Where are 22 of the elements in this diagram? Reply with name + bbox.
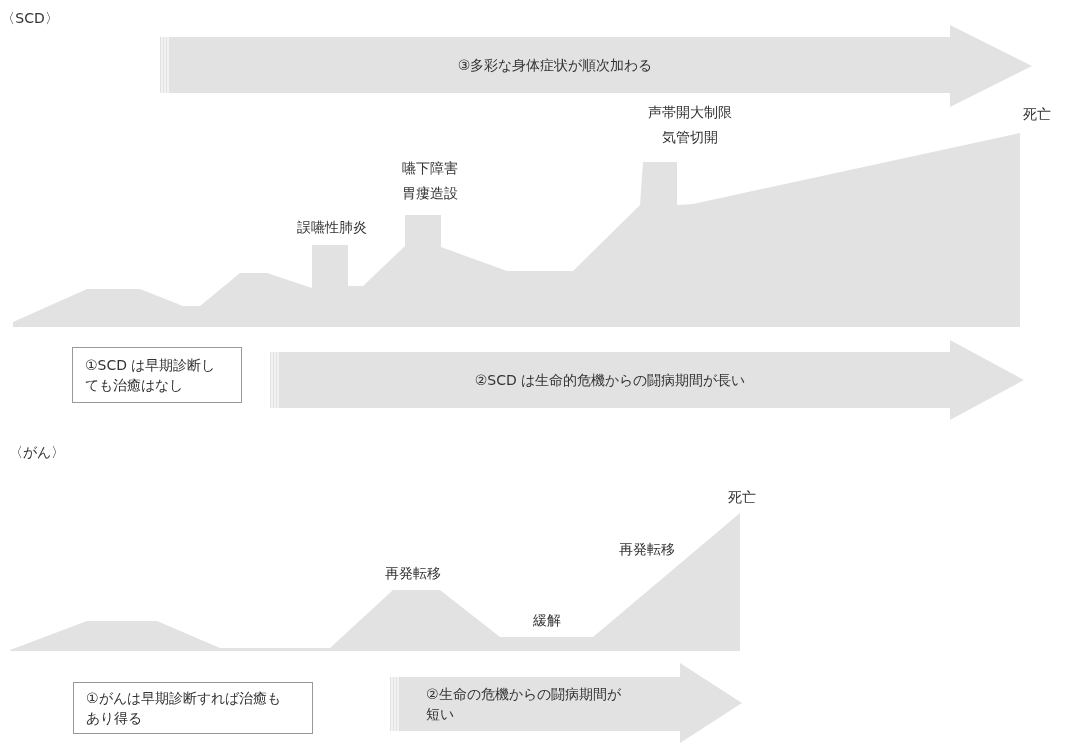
death-label: 死亡 [1023, 106, 1051, 124]
event-label: 声帯開大制限 [648, 104, 732, 122]
event-label: 緩解 [533, 612, 561, 630]
event-label: 気管切開 [662, 129, 718, 147]
section-heading: 〈がん〉 [9, 444, 65, 462]
death-label: 死亡 [728, 489, 756, 507]
event-label: 胃瘻造設 [402, 185, 458, 203]
arrow-text: ②SCD は生命的危機からの闘病期間が長い [473, 370, 747, 390]
arrow-text: ②生命の危機からの闘病期間が短い [426, 684, 622, 724]
event-label: 再発転移 [619, 541, 675, 559]
event-label: 誤嚥性肺炎 [297, 219, 367, 237]
note-box [72, 347, 242, 403]
band-arrow [390, 663, 742, 743]
band-arrow [270, 340, 1024, 420]
arrow-text: ③多彩な身体症状が順次加わる [456, 55, 654, 75]
note-text: ①がんは早期診断すれば治癒もあり得る [86, 688, 282, 728]
note-text: ①SCD は早期診断しても治癒はなし [85, 355, 217, 395]
section-heading: 〈SCD〉 [1, 10, 59, 28]
note-box [73, 682, 313, 734]
event-label: 再発転移 [385, 565, 441, 583]
band-arrow [160, 25, 1032, 107]
event-label: 嚥下障害 [402, 160, 458, 178]
